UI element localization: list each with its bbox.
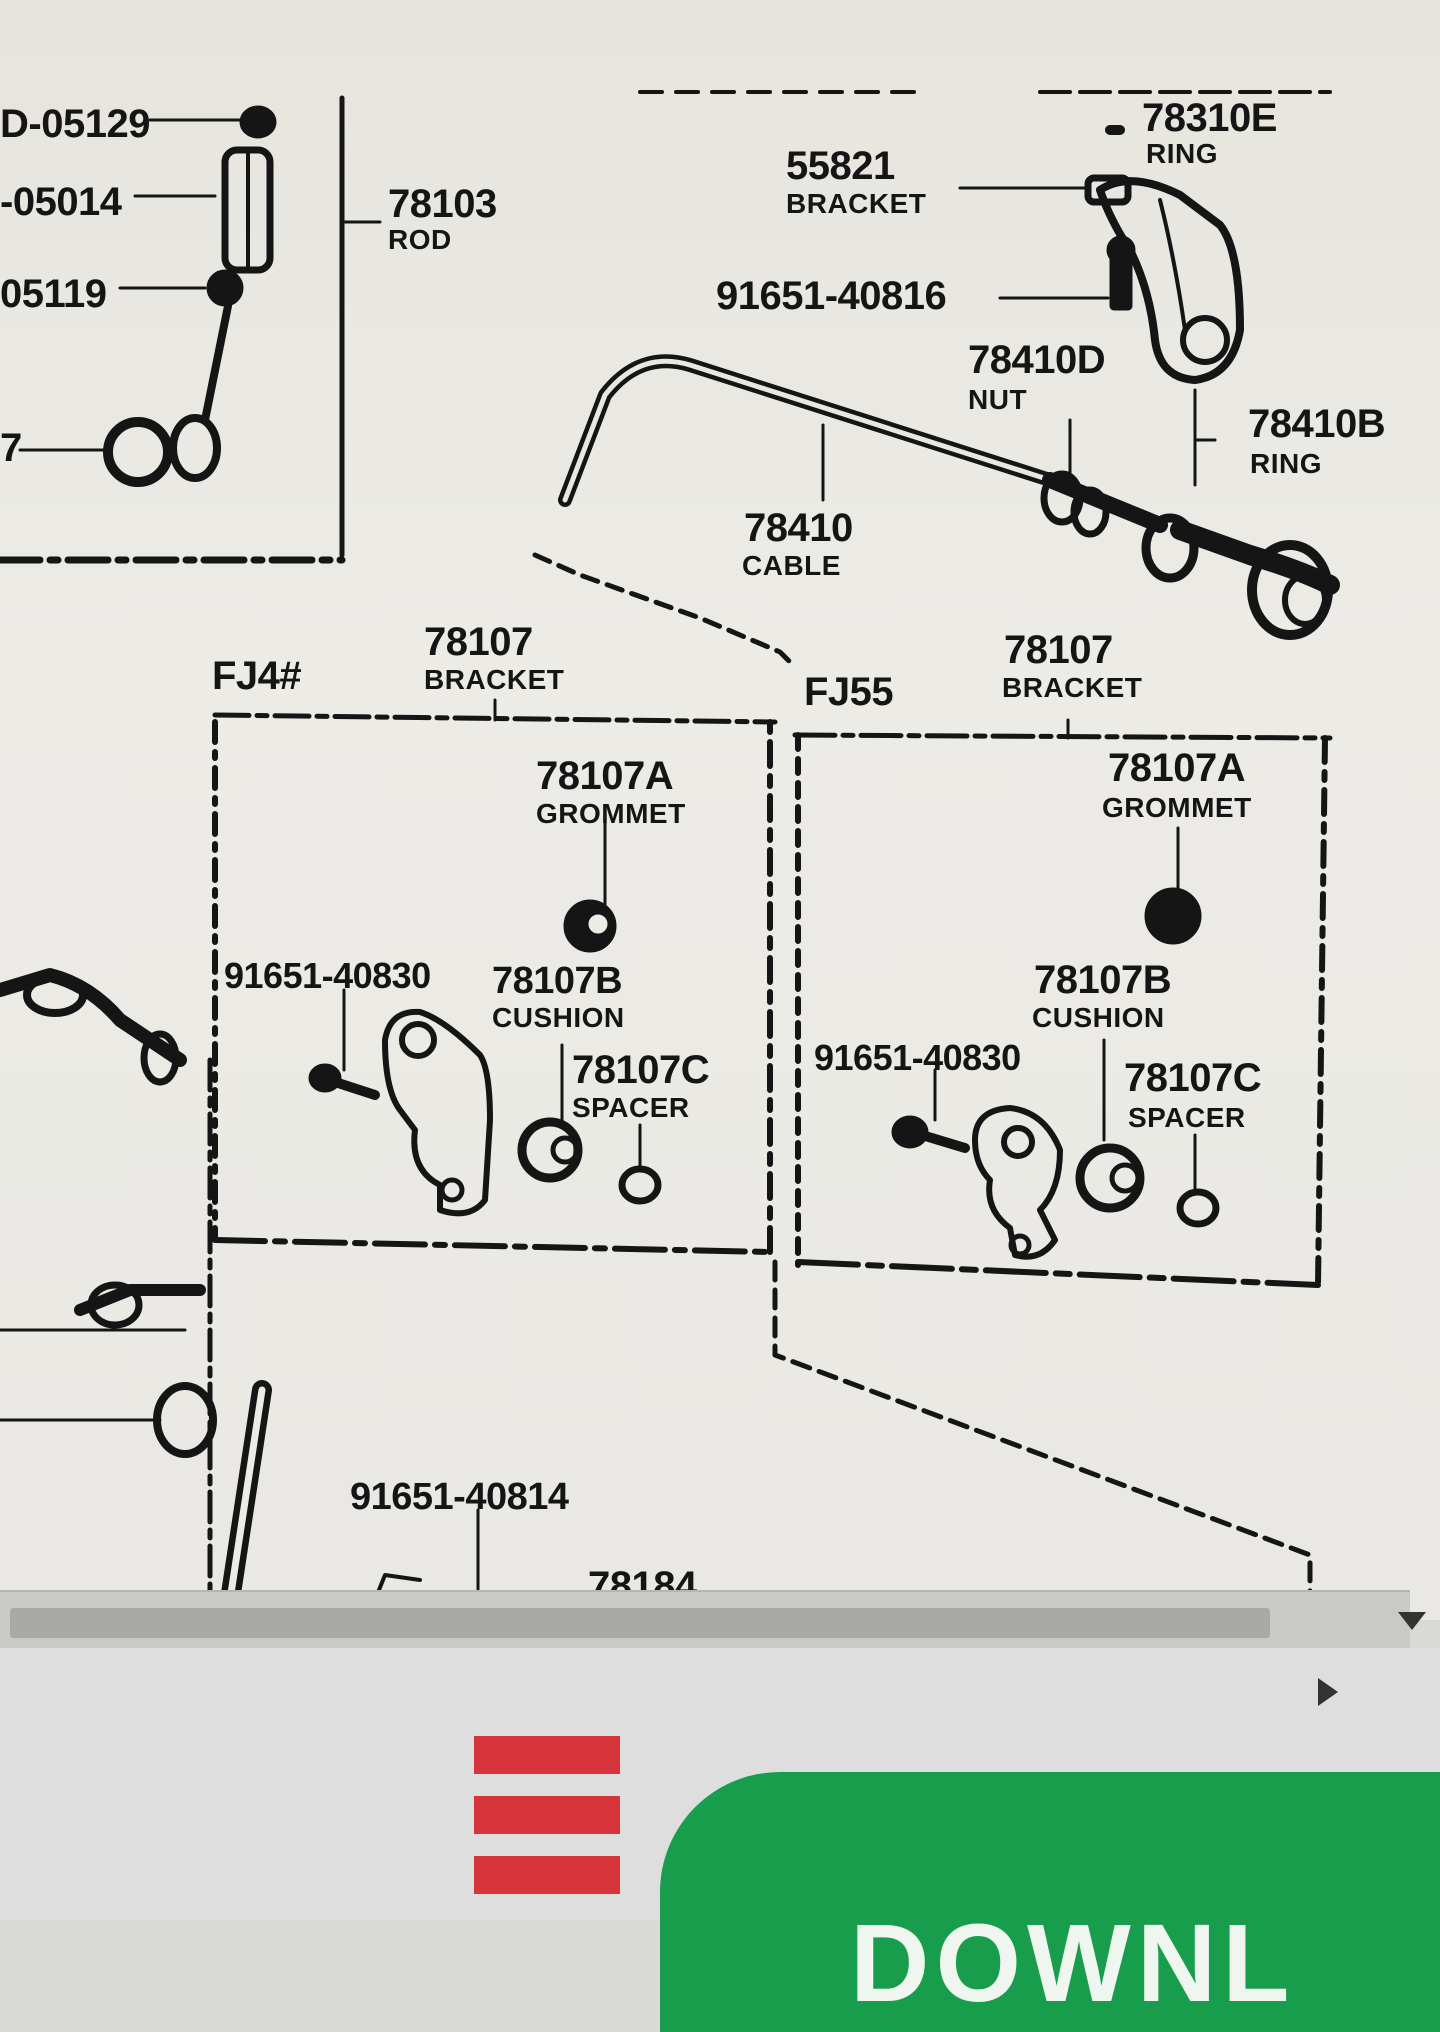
cable-leader-lines [821, 388, 1217, 502]
rod-part-number-2: -05014 [0, 180, 122, 224]
fj55-spacer-icon [1176, 1188, 1220, 1228]
cable-part-number: 78410 [744, 506, 853, 550]
fj4x-cushion-part-name: CUSHION [492, 1002, 625, 1033]
fj55-bolt-icon [891, 1115, 970, 1153]
fj55-grommet-part-number: 78107A [1108, 746, 1246, 790]
fj4x-grommet-part-number: 78107A [536, 754, 674, 798]
ring-right-part-number: 78410B [1248, 402, 1386, 446]
fj55-grommet-icon [1144, 887, 1202, 945]
cable-icon [558, 354, 1340, 640]
lower-left-parts-icon [0, 1281, 272, 1610]
fj55-cushion-part-name: CUSHION [1032, 1002, 1165, 1033]
red-stripe-icon [474, 1796, 620, 1834]
bracket-top-part-number: 55821 [786, 144, 895, 188]
rod-part-name: ROD [388, 224, 452, 255]
fj55-cushion-part-number: 78107B [1034, 958, 1172, 1002]
parts-diagram [0, 90, 1340, 1620]
scroll-right-arrow-icon[interactable] [1318, 1678, 1338, 1706]
bolt-bottom-part-number: 91651-40814 [350, 1476, 569, 1518]
download-button[interactable]: DOWNL [660, 1772, 1440, 2032]
fj4x-bolt-part-number: 91651-40830 [224, 955, 431, 996]
fj4x-cushion-part-number: 78107B [492, 960, 623, 1002]
fj55-bracket-icon [972, 1105, 1063, 1260]
rod-part-number-1: D-05129 [0, 102, 150, 146]
download-button-label: DOWNL [850, 1902, 1296, 2025]
nut-part-name: NUT [968, 384, 1028, 415]
group-fj4x-label: FJ4# [212, 654, 302, 698]
fj55-cushion-icon [1075, 1143, 1145, 1213]
fj4x-bracket-part-name: BRACKET [424, 664, 565, 695]
red-stripe-icon [474, 1736, 620, 1774]
rod-part-number-3: 05119 [0, 272, 107, 316]
fj55-spacer-part-number: 78107C [1124, 1056, 1262, 1100]
cable-route-dash [532, 552, 793, 665]
cable-part-name: CABLE [742, 550, 841, 581]
rod-icon [103, 105, 277, 487]
fj4x-spacer-icon [618, 1165, 662, 1205]
fj4x-bracket-part-number: 78107 [424, 620, 533, 664]
red-stripe-icon [474, 1856, 620, 1894]
fj4x-spacer-part-name: SPACER [572, 1092, 690, 1123]
group-fj55-label: FJ55 [804, 670, 894, 714]
fj4x-bracket-icon [382, 1008, 493, 1217]
bracket-top-part-name: BRACKET [786, 188, 927, 219]
rod-part-number-4: 7 [0, 426, 22, 470]
fj55-bracket-part-number: 78107 [1004, 628, 1113, 672]
nut-part-number: 78410D [968, 338, 1106, 382]
fj4x-bolt-icon [308, 1063, 380, 1100]
ring-top-part-name: RING [1146, 138, 1218, 169]
fj4x-spacer-part-number: 78107C [572, 1048, 710, 1092]
rod-leader-lines [18, 118, 242, 452]
lower-route-dash [772, 1259, 1313, 1620]
fj55-spacer-part-name: SPACER [1128, 1102, 1246, 1133]
group-fj55-box [792, 718, 1333, 1288]
scroll-down-arrow-icon[interactable] [1398, 1612, 1426, 1630]
rod-part-number: 78103 [388, 182, 497, 226]
bolt-top-icon [1106, 235, 1136, 311]
rod-assembly-box [0, 95, 382, 564]
fj4x-cushion-icon [517, 1117, 583, 1183]
fj55-bracket-part-name: BRACKET [1002, 672, 1143, 703]
parts-diagram-screen: D-05129 -05014 05119 7 78103 ROD 78310E … [0, 0, 1440, 1620]
ring-top-part-number: 78310E [1142, 96, 1277, 140]
left-partial-part-icon [0, 968, 187, 1086]
fj55-bolt-part-number: 91651-40830 [814, 1037, 1021, 1078]
fj4x-grommet-part-name: GROMMET [536, 798, 686, 829]
horizontal-scrollbar-thumb[interactable] [10, 1608, 1270, 1638]
ring-right-part-name: RING [1250, 448, 1322, 479]
bolt-top-part-number: 91651-40816 [716, 274, 947, 318]
group-fj4x-box [212, 698, 778, 1255]
fj4x-grommet-icon [563, 899, 617, 953]
fj55-grommet-part-name: GROMMET [1102, 792, 1252, 823]
